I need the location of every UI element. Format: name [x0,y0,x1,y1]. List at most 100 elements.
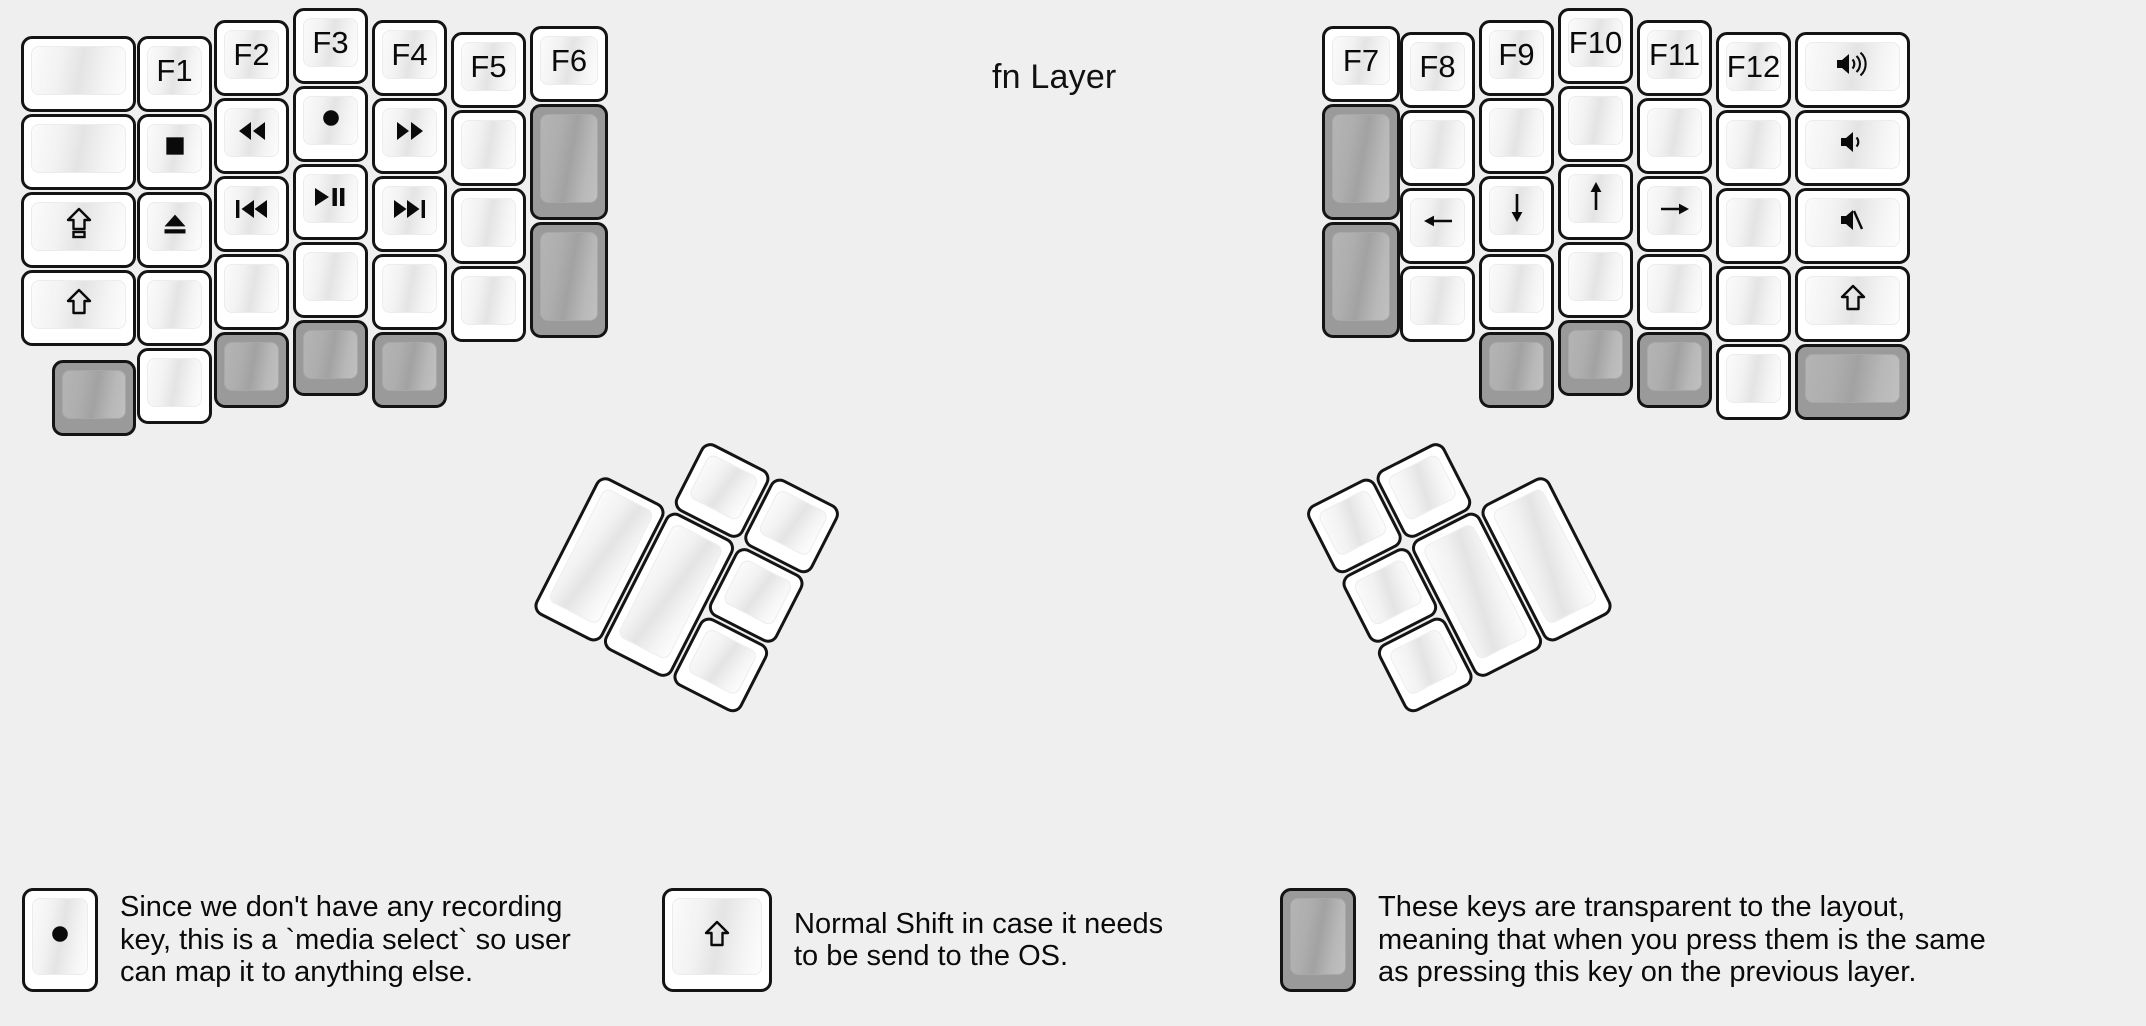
key-f6-col-inner-2-0[interactable]: F6 [530,26,608,102]
keycap-surface [31,280,126,329]
key-blank-col-inner-1-2[interactable] [451,188,526,264]
keycap-surface [1489,30,1544,79]
keycap-surface [224,108,279,157]
key-media-stop-col-pinky-1[interactable] [137,114,212,190]
key-shift-col-outer-left-3[interactable] [21,270,136,346]
key-f10-col-middle-0[interactable]: F10 [1558,8,1633,84]
key-caps-lock-col-outer-left-2[interactable] [21,192,136,268]
key-blank-col-index-3[interactable] [1479,254,1554,330]
keycap-surface [757,488,830,558]
key-transparent-col-index-4[interactable] [372,332,447,408]
key-f8-col-inner-1-0[interactable]: F8 [1400,32,1475,108]
keycap-surface [147,358,202,407]
key-blank-col-inner-1-3[interactable] [1400,266,1475,342]
key-f11-col-ring-0[interactable]: F11 [1637,20,1712,96]
key-transparent-col-inner-2-2[interactable] [1322,222,1400,338]
keycap-surface [1726,276,1781,325]
key-arrow-left-col-inner-1-2[interactable] [1400,188,1475,264]
key-transparent-col-middle-4[interactable] [293,320,368,396]
key-blank-col-ring-1[interactable] [1637,98,1712,174]
keycap-surface [1410,42,1465,91]
key-blank-col-ring-3[interactable] [1637,254,1712,330]
key-transparent-col-outer-left-4[interactable] [52,360,136,436]
key-media-next-col-index-2[interactable] [372,176,447,252]
keycap-surface [147,124,202,173]
key-f1-col-pinky-0[interactable]: F1 [137,36,212,112]
key-blank-col-outer-left-1[interactable] [21,114,136,190]
keycap-surface [1647,342,1702,391]
keycap-surface [224,30,279,79]
key-blank-col-pinky-4[interactable] [1716,344,1791,420]
key-volume-up-col-outer-right-0[interactable] [1795,32,1910,108]
key-blank-col-inner-1-1[interactable] [1400,110,1475,186]
key-f12-col-pinky-0[interactable]: F12 [1716,32,1791,108]
key-blank-col-outer-left-0[interactable] [21,36,136,112]
keycap-surface [1352,557,1425,627]
legend-note-key-1 [22,888,98,992]
key-blank-col-pinky-2[interactable] [1716,188,1791,264]
key-transparent-col-ring-4[interactable] [214,332,289,408]
key-media-play-pause-col-middle-2[interactable] [293,164,368,240]
key-f3-col-middle-0[interactable]: F3 [293,8,368,84]
key-transparent-col-inner-2-1[interactable] [1322,104,1400,220]
key-blank-col-middle-3[interactable] [293,242,368,318]
keycap-surface [1410,198,1465,247]
keycap-surface [1316,488,1389,558]
key-blank-col-ring-3[interactable] [214,254,289,330]
legend-note-key-2 [662,888,772,992]
key-transparent-col-outer-right-4[interactable] [1795,344,1910,420]
key-blank-col-middle-3[interactable] [1558,242,1633,318]
key-transparent-col-inner-2-2[interactable] [530,222,608,338]
key-transparent-col-inner-2-1[interactable] [530,104,608,220]
key-arrow-up-col-middle-2[interactable] [1558,164,1633,240]
key-blank-col-index-3[interactable] [372,254,447,330]
keycap-surface [303,96,358,145]
key-f4-col-index-0[interactable]: F4 [372,20,447,96]
key-f5-col-inner-1-0[interactable]: F5 [451,32,526,108]
key-blank-col-pinky-4[interactable] [137,348,212,424]
key-transparent-col-middle-4[interactable] [1558,320,1633,396]
key-f9-col-index-0[interactable]: F9 [1479,20,1554,96]
keycap-surface [1726,198,1781,247]
legend-note-3: These keys are transparent to the layout… [1280,888,1986,992]
key-media-record-col-middle-1[interactable] [293,86,368,162]
key-blank-col-pinky-1[interactable] [1716,110,1791,186]
key-blank-col-pinky-3[interactable] [137,270,212,346]
key-blank-col-inner-1-1[interactable] [451,110,526,186]
key-transparent-col-index-4[interactable] [1479,332,1554,408]
key-arrow-down-col-index-2[interactable] [1479,176,1554,252]
key-media-fast-forward-col-index-1[interactable] [372,98,447,174]
keycap-surface [382,264,437,313]
keycap-surface [721,557,794,627]
key-blank-col-pinky-3[interactable] [1716,266,1791,342]
keycap-surface [540,114,598,203]
key-volume-mute-col-outer-right-2[interactable] [1795,188,1910,264]
keycap-surface [461,42,516,91]
keycap-surface [62,370,126,419]
key-media-rewind-col-ring-1[interactable] [214,98,289,174]
keycap-surface [1726,354,1781,403]
keycap-surface [1647,108,1702,157]
keycap-surface [1410,276,1465,325]
key-blank-col-index-1[interactable] [1479,98,1554,174]
key-blank-col-middle-1[interactable] [1558,86,1633,162]
keycap-surface [31,124,126,173]
key-f2-col-ring-0[interactable]: F2 [214,20,289,96]
key-blank-col-inner-1-3[interactable] [451,266,526,342]
key-volume-down-col-outer-right-1[interactable] [1795,110,1910,186]
key-shift-col-outer-right-3[interactable] [1795,266,1910,342]
key-f7-col-inner-2-0[interactable]: F7 [1322,26,1400,102]
legend-note-text-3: These keys are transparent to the layout… [1378,891,1986,989]
legend-note-2: Normal Shift in case it needs to be send… [662,888,1163,992]
keycap-surface [382,30,437,79]
keycap-surface [1410,120,1465,169]
key-arrow-right-col-ring-2[interactable] [1637,176,1712,252]
keycap-surface [540,232,598,321]
key-media-eject-col-pinky-2[interactable] [137,192,212,268]
keycap-surface [147,46,202,95]
keycap-surface [1568,18,1623,67]
keycap-surface [1805,120,1900,169]
key-media-previous-col-ring-2[interactable] [214,176,289,252]
key-transparent-col-ring-4[interactable] [1637,332,1712,408]
keycap-surface [1489,342,1544,391]
